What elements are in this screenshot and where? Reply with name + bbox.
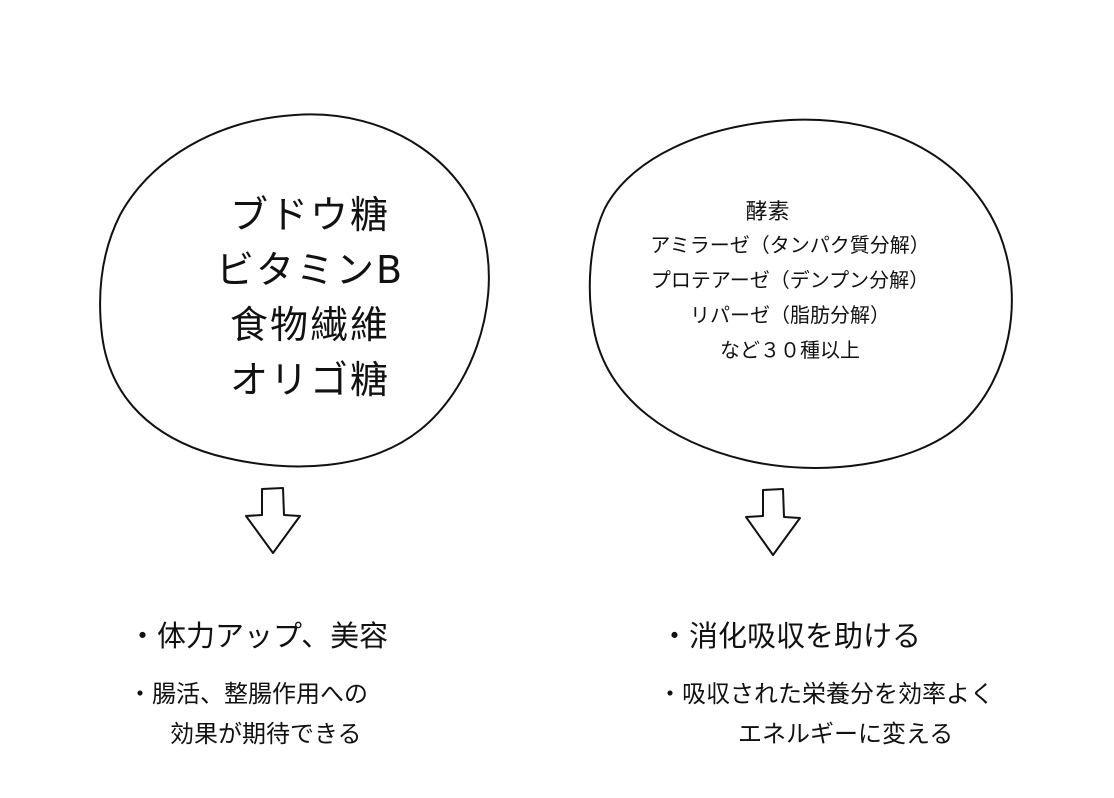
left-ingredient-glucose: ブドウ糖 (229, 193, 390, 237)
left-effect-sub-line1: ・腸活、整腸作用への (128, 680, 368, 708)
right-enzyme-count: など３０種以上 (720, 338, 860, 362)
left-down-arrow-icon (245, 487, 301, 554)
right-effect-main: ・消化吸収を助ける (660, 619, 922, 653)
left-ingredients-list: ブドウ糖 ビタミンB 食物繊維 オリゴ糖 (150, 188, 470, 408)
left-ingredient-oligosaccharide: オリゴ糖 (229, 358, 390, 402)
left-effect-sub-line2: 効果が期待できる (170, 720, 362, 748)
right-effect-sub-line2: エネルギーに変える (738, 720, 954, 748)
right-bubble (588, 118, 1013, 469)
right-heading-enzymes: 酵素 (745, 200, 790, 225)
right-effect-sub-line1: ・吸収された栄養分を効率よく (658, 680, 994, 708)
left-ingredient-dietary-fiber: 食物繊維 (229, 303, 390, 347)
right-effect-sub: ・吸収された栄養分を効率よく エネルギーに変える (658, 674, 994, 754)
left-effect-sub: ・腸活、整腸作用への 効果が期待できる (128, 674, 368, 754)
left-bubble (99, 113, 490, 468)
left-effect-main: ・体力アップ、美容 (128, 619, 389, 653)
right-enzyme-lipase: リパーゼ（脂肪分解） (690, 303, 890, 327)
right-enzyme-amylase: アミラーゼ（タンパク質分解） (650, 233, 930, 257)
left-ingredient-vitamin-b: ビタミンB (215, 248, 405, 292)
right-enzymes-list: 酵素 アミラーゼ（タンパク質分解） プロテアーゼ（デンプン分解） リパーゼ（脂肪… (600, 198, 980, 368)
right-enzyme-protease: プロテアーゼ（デンプン分解） (650, 268, 930, 292)
right-down-arrow-icon (745, 488, 801, 556)
